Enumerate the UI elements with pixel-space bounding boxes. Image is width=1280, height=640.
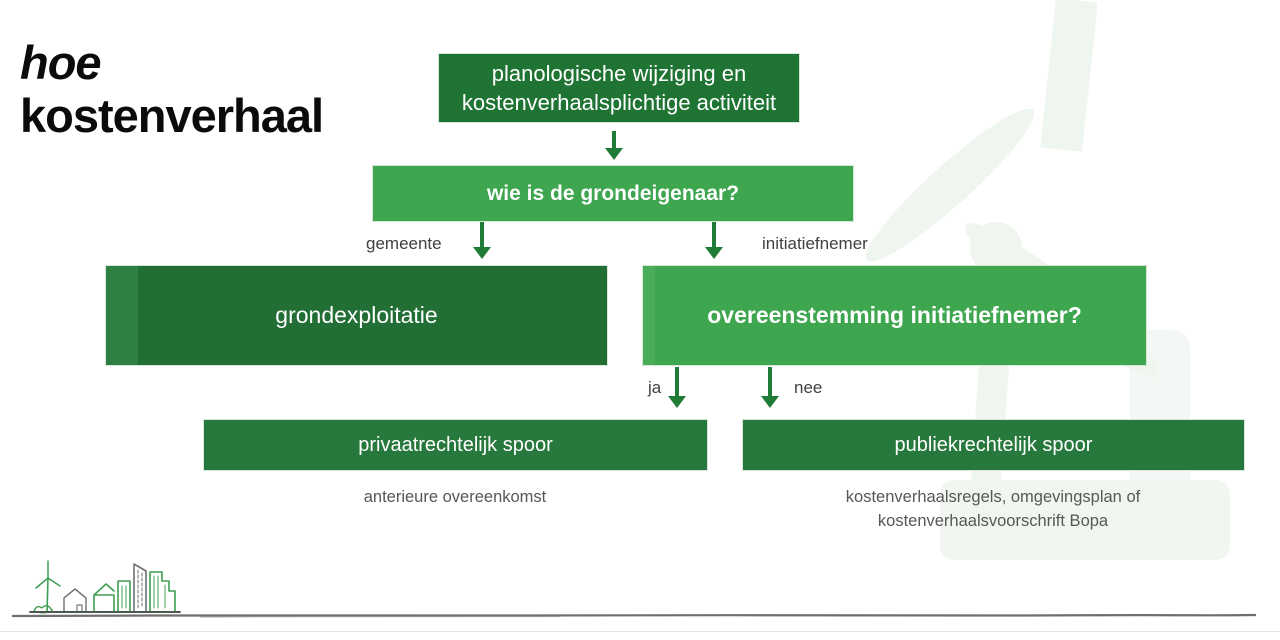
box-edge-highlight xyxy=(106,266,138,365)
arrow-down-icon xyxy=(675,367,679,396)
flow-box-privaatrechtelijk-spoor: privaatrechtelijk spoor xyxy=(203,419,708,471)
flow-box-overeenstemming-initiatiefnemer: overeenstemming initiatiefnemer? xyxy=(642,265,1147,366)
flow-box-label: publiekrechtelijk spoor xyxy=(894,433,1093,456)
ground-line xyxy=(11,613,1257,618)
flow-box-label: planologische wijziging en kostenverhaal… xyxy=(461,60,777,115)
decision-label-ja: ja xyxy=(648,378,662,397)
note-anterieure-overeenkomst: anterieure overeenkomst xyxy=(363,488,547,506)
flow-box-grondexploitatie: grondexploitatie xyxy=(105,265,608,366)
title-line-kostenverhaal: kostenverhaal xyxy=(20,89,324,143)
title-line-hoe: hoe xyxy=(20,36,102,90)
decision-label-nee: nee xyxy=(794,378,823,397)
note-kostenverhaalsregels: kostenverhaalsregels, omgevingsplan of k… xyxy=(845,488,1141,530)
flow-box-wie-is-de-grondeigenaar: wie is de grondeigenaar? xyxy=(372,165,854,222)
page-title: hoe kostenverhaal xyxy=(20,36,324,143)
arrow-down-icon xyxy=(712,222,716,247)
city-skyline-illustration xyxy=(29,560,181,614)
arrow-down-icon xyxy=(768,367,772,396)
flow-box-label: overeenstemming initiatiefnemer? xyxy=(707,302,1082,328)
box-edge-highlight xyxy=(643,266,655,365)
branch-label-gemeente: gemeente xyxy=(366,234,442,253)
flow-box-planologische-wijziging: planologische wijziging en kostenverhaal… xyxy=(438,53,800,123)
flow-box-label: wie is de grondeigenaar? xyxy=(486,181,740,205)
flow-box-label: privaatrechtelijk spoor xyxy=(358,433,553,456)
arrow-down-icon xyxy=(480,222,484,247)
arrow-down-icon xyxy=(612,131,616,148)
slide-bottom-edge xyxy=(0,631,1280,632)
flow-box-label: grondexploitatie xyxy=(275,302,438,328)
branch-label-initiatiefnemer: initiatiefnemer xyxy=(762,234,868,253)
flow-box-publiekrechtelijk-spoor: publiekrechtelijk spoor xyxy=(742,419,1245,471)
